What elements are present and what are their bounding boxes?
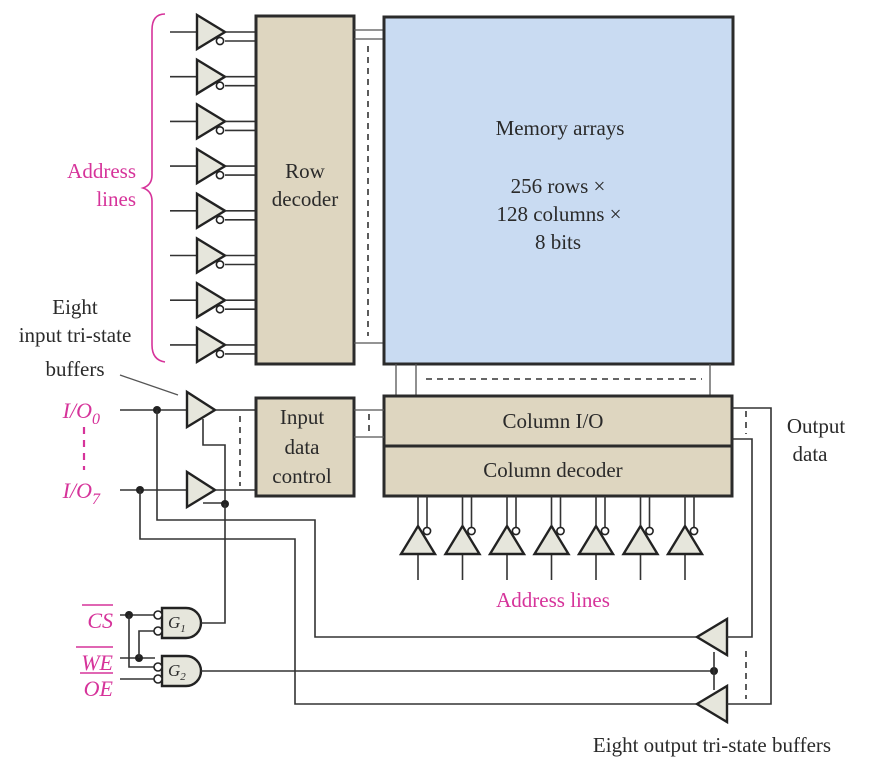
oe-label: OE (84, 676, 114, 701)
row-buffer-inversion-bubble (215, 36, 225, 46)
column-buffer-inversion-bubble (467, 526, 476, 536)
input-buffer-7 (185, 469, 218, 510)
we-to-g1 (138, 630, 155, 658)
memory-dims-bits: 8 bits (535, 230, 581, 254)
input-data-control-block (254, 396, 356, 498)
io0-output-route (156, 410, 697, 638)
row-buffer-triangle (195, 325, 228, 365)
memory-array-block (382, 15, 735, 366)
address-lines-label-1: Address (67, 159, 136, 183)
column-buffer-inversion-bubble (689, 526, 699, 536)
column-address-buffer (443, 496, 482, 580)
row-buffer-triangle (195, 236, 228, 275)
row-buffer-triangle (195, 57, 228, 96)
column-buffer-triangle (487, 523, 527, 556)
row-buffer-inversion-bubble (215, 304, 225, 314)
row-address-buffer (170, 236, 256, 275)
address-bracket (140, 13, 166, 363)
row-decoder-label-1: Row (285, 159, 326, 183)
column-address-buffer (487, 496, 527, 580)
row-buffer-triangle (195, 102, 228, 141)
column-address-buffer (576, 496, 616, 580)
row-buffer-triangle (195, 12, 228, 52)
column-buffer-inversion-bubble (511, 526, 521, 536)
row-buffer-inversion-bubble (215, 170, 225, 180)
row-buffer-inversion-bubble (215, 125, 225, 135)
output-data-label-2: data (793, 442, 829, 466)
column-address-buffers (398, 496, 705, 580)
column-buffer-triangle (532, 523, 571, 556)
row-address-buffer (170, 102, 256, 141)
g1-output (201, 504, 226, 624)
input-buffers-pointer (119, 374, 179, 396)
input-data-control-label-2: data (285, 435, 321, 459)
io0-label: I/O0 (62, 398, 100, 428)
g1-input-bubble-1 (153, 610, 163, 620)
column-buffer-triangle (443, 523, 482, 556)
g2-label: G2 (168, 661, 186, 683)
row-address-buffer (170, 281, 256, 320)
memory-dims-rows: 256 rows × (511, 174, 606, 198)
input-buffers-note-1: Eight (52, 295, 98, 319)
io7-output-route (139, 490, 697, 705)
input-data-control-label-3: control (272, 464, 332, 488)
row-buffer-inversion-bubble (215, 349, 225, 359)
column-address-buffer (532, 496, 571, 580)
column-address-buffer (621, 496, 660, 580)
column-buffer-inversion-bubble (422, 526, 432, 536)
input-data-control-label-1: Input (280, 405, 324, 429)
output-data-route-outer (727, 407, 772, 705)
column-buffer-inversion-bubble (600, 526, 610, 536)
row-address-buffer (170, 12, 256, 52)
column-address-buffer (665, 496, 705, 580)
column-buffer-inversion-bubble (645, 526, 654, 536)
cs-label: CS (87, 608, 113, 633)
input-buffers-note-3: buffers (45, 357, 104, 381)
input-buffers-note-2: input tri-state (19, 323, 132, 347)
column-decoder-label: Column decoder (483, 458, 622, 482)
io7-label: I/O7 (62, 478, 101, 508)
column-decoder-block (382, 444, 734, 498)
g1-input-bubble-2 (153, 626, 163, 636)
output-buffer-7 (694, 683, 729, 725)
g1-label: G1 (168, 613, 186, 635)
address-lines-bottom-label: Address lines (496, 588, 610, 612)
row-buffer-inversion-bubble (215, 81, 225, 91)
column-buffer-triangle (398, 523, 438, 556)
column-buffer-triangle (621, 523, 660, 556)
input-buffer-0 (185, 389, 218, 430)
row-buffer-inversion-bubble (215, 260, 225, 269)
output-buffers-note: Eight output tri-state buffers (593, 733, 831, 757)
column-address-buffer (398, 496, 438, 580)
row-buffer-inversion-bubble (215, 215, 225, 225)
row-address-buffer (170, 146, 256, 186)
output-buffer-0 (694, 616, 729, 658)
column-buffer-triangle (576, 523, 616, 556)
row-decoder-block (254, 14, 356, 366)
column-io-label: Column I/O (503, 409, 604, 433)
g2-input-bubble-1 (153, 662, 163, 672)
gate-g2 (160, 654, 203, 688)
row-buffer-triangle (195, 146, 228, 186)
memory-dims-columns: 128 columns × (496, 202, 621, 226)
row-address-buffer (170, 57, 256, 96)
memory-array-title: Memory arrays (496, 116, 625, 140)
column-buffer-inversion-bubble (556, 526, 565, 536)
row-address-buffer (170, 325, 256, 365)
row-buffer-triangle (195, 191, 228, 230)
address-lines-label-2: lines (96, 187, 136, 211)
row-decoder-label-2: decoder (272, 187, 338, 211)
row-address-buffer (170, 191, 256, 230)
row-address-buffers (170, 12, 256, 365)
gate-g1 (160, 606, 203, 640)
input-buffer-0-enable (202, 419, 226, 505)
row-buffer-triangle (195, 281, 228, 320)
cs-to-g2 (128, 615, 155, 668)
output-data-route-inner (727, 438, 753, 638)
g2-input-bubble-2 (153, 674, 163, 684)
we-label: WE (81, 650, 113, 675)
column-buffer-triangle (665, 523, 705, 556)
output-data-label-1: Output (787, 414, 846, 438)
